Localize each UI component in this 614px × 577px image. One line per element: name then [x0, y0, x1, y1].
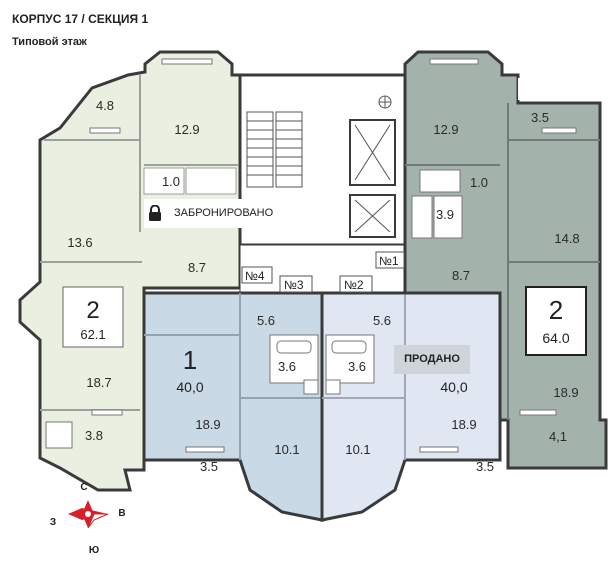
sold-badge[interactable]: ПРОДАНО: [394, 345, 470, 374]
room-area: 12.9: [433, 122, 458, 137]
room-area: 1.0: [470, 175, 488, 190]
room-area: 10.1: [345, 442, 370, 457]
room-area: 3.5: [531, 110, 549, 125]
apartment-center-left[interactable]: [142, 291, 324, 522]
room-area: 5.6: [257, 313, 275, 328]
compass-icon: [68, 500, 109, 529]
room-area: 4,1: [549, 429, 567, 444]
room-area: 5.6: [373, 313, 391, 328]
compass-west: З: [50, 517, 56, 528]
apartment-rooms: 2: [86, 297, 99, 324]
room-area: 10.1: [274, 442, 299, 457]
floor-subtitle: Типовой этаж: [12, 36, 87, 48]
apartment-right[interactable]: [403, 50, 608, 470]
compass-east: В: [118, 508, 125, 519]
reserved-badge[interactable]: ЗАБРОНИРОВАНО: [144, 199, 273, 228]
room-area: 3.9: [436, 207, 454, 222]
entrance-number: №3: [284, 278, 304, 292]
room-area: 14.8: [554, 231, 579, 246]
room-area: 4.8: [96, 98, 114, 113]
room-area: 3.8: [85, 428, 103, 443]
room-area: 3.6: [278, 359, 296, 374]
room-area: 18.7: [86, 375, 111, 390]
room-area: 3.5: [476, 459, 494, 474]
entrance-number: №1: [379, 254, 399, 268]
apartment-area: 62.1: [80, 327, 105, 342]
room-area: 3.6: [348, 359, 366, 374]
entrance-number: №2: [344, 278, 364, 292]
room-area: 12.9: [174, 122, 199, 137]
entrance-number: №4: [245, 269, 265, 283]
room-area: 1.0: [162, 174, 180, 189]
apartment-area: 64.0: [542, 330, 569, 346]
room-area: 13.6: [67, 235, 92, 250]
apartment-area: 40,0: [176, 379, 203, 395]
apartment-area: 40,0: [440, 379, 467, 395]
apartment-rooms: 1: [183, 345, 197, 375]
apartment-center-right[interactable]: [320, 291, 502, 522]
apartment-rooms: 2: [549, 295, 563, 325]
room-area: 18.9: [451, 417, 476, 432]
lock-icon: [149, 205, 161, 221]
room-area: 3.5: [200, 459, 218, 474]
compass-north: С: [80, 482, 87, 493]
compass-south: Ю: [89, 545, 99, 556]
page-title: КОРПУС 17 / СЕКЦИЯ 1: [12, 12, 149, 26]
room-area: 8.7: [188, 260, 206, 275]
area-box-right: [525, 286, 587, 356]
room-area: 18.9: [553, 385, 578, 400]
room-area: 8.7: [452, 268, 470, 283]
room-area: 18.9: [195, 417, 220, 432]
area-box-left: [62, 286, 124, 348]
